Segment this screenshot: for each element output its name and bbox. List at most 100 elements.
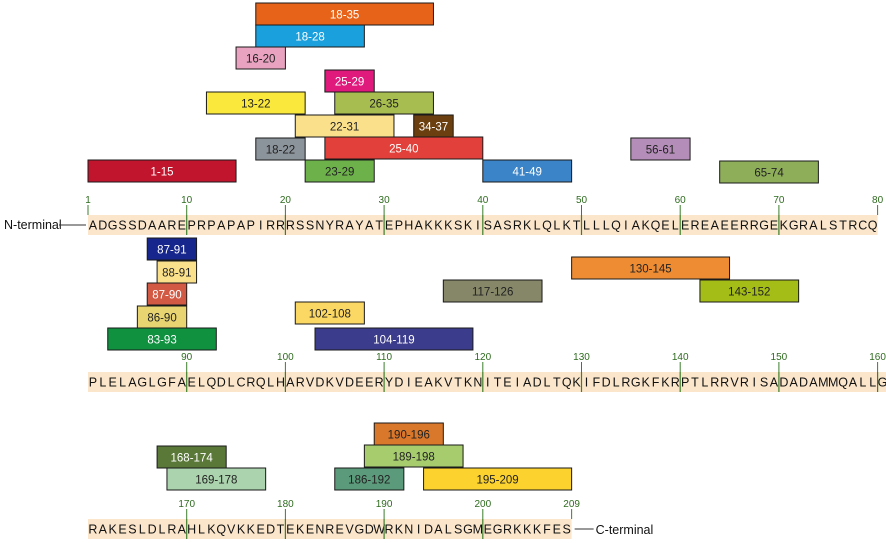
- residue-letter: H: [187, 523, 196, 537]
- residue-letter: L: [159, 523, 166, 537]
- residue-letter: L: [603, 219, 610, 233]
- residue-letter: E: [257, 523, 265, 537]
- peptide-box: [255, 24, 365, 48]
- peptide-168-174: 168-174: [156, 445, 227, 469]
- peptide-56-61: 56-61: [630, 137, 691, 161]
- position-tick-label: 209: [563, 499, 580, 510]
- peptide-86-90: 86-90: [136, 305, 188, 329]
- residue-letter: L: [859, 376, 866, 390]
- residue-letter: Y: [385, 376, 394, 390]
- residue-letter: S: [306, 219, 314, 233]
- residue-letter: K: [207, 523, 216, 537]
- residue-letter: H: [404, 219, 413, 233]
- peptide-label: 65-74: [754, 168, 784, 180]
- peptide-23-29: 23-29: [304, 159, 375, 183]
- residue-letter: E: [484, 523, 492, 537]
- residue-letter: P: [89, 376, 97, 390]
- peptide-label: 189-198: [393, 452, 435, 464]
- peptide-label: 23-29: [325, 167, 354, 179]
- peptide-label: 104-119: [373, 335, 414, 347]
- residue-letter: K: [464, 219, 473, 233]
- residue-letter: L: [869, 376, 876, 390]
- residue-letter: L: [445, 523, 452, 537]
- peptide-box: [442, 279, 543, 303]
- position-tick-label: 1: [85, 195, 91, 206]
- residue-letter: R: [671, 376, 680, 390]
- residue-letter: E: [503, 376, 511, 390]
- peptide-label: 190-196: [388, 430, 430, 442]
- position-tick-label: 160: [869, 352, 886, 363]
- peptide-label: 86-90: [147, 313, 176, 325]
- residue-letter: K: [641, 219, 650, 233]
- residue-letter: A: [493, 219, 502, 233]
- residue-letter: D: [266, 523, 275, 537]
- residue-letter: F: [592, 376, 600, 390]
- residue-letter: T: [454, 376, 462, 390]
- residue-letter: E: [730, 219, 738, 233]
- peptide-18-28: 18-28: [255, 24, 365, 48]
- residue-letter: A: [158, 219, 167, 233]
- peptide-label: 102-108: [309, 309, 351, 321]
- residue-letter: K: [641, 376, 650, 390]
- residue-letter: R: [167, 219, 176, 233]
- residue-letter: L: [228, 376, 235, 390]
- residue-letter: R: [266, 219, 275, 233]
- residue-letter: F: [168, 376, 176, 390]
- peptide-65-74: 65-74: [719, 160, 819, 184]
- peptide-box: [482, 159, 573, 183]
- residue-letter: K: [572, 376, 581, 390]
- residue-letter: A: [217, 219, 226, 233]
- residue-letter: N: [315, 219, 324, 233]
- peptide-box: [87, 159, 237, 183]
- residue-letter: R: [88, 523, 97, 537]
- residue-letter: V: [306, 376, 315, 390]
- position-tick-label: 120: [474, 352, 491, 363]
- residue-letter: R: [710, 376, 719, 390]
- residue-letter: L: [672, 219, 679, 233]
- residue-letter: E: [109, 376, 117, 390]
- residue-letter: K: [780, 219, 789, 233]
- peptide-box: [630, 137, 691, 161]
- peptide-195-209: 195-209: [423, 467, 573, 491]
- residue-letter: S: [296, 219, 304, 233]
- residue-letter: K: [533, 523, 542, 537]
- residue-letter: R: [167, 523, 176, 537]
- residue-letter: S: [484, 219, 492, 233]
- peptide-25-40: 25-40: [324, 136, 484, 160]
- residue-letter: A: [178, 523, 187, 537]
- residue-letter: C: [858, 219, 867, 233]
- peptide-label: 1-15: [151, 167, 174, 179]
- residue-letter: R: [335, 219, 344, 233]
- peptide-box: [334, 467, 405, 491]
- residue-letter: R: [799, 219, 808, 233]
- residue-letter: A: [632, 219, 641, 233]
- peptide-box: [255, 137, 306, 161]
- peptide-box: [324, 136, 484, 160]
- residue-letter: L: [534, 219, 541, 233]
- residue-letter: E: [118, 523, 126, 537]
- residue-letter: D: [345, 376, 354, 390]
- peptide-1-15: 1-15: [87, 159, 237, 183]
- residue-letter: A: [809, 219, 818, 233]
- residue-letter: K: [523, 523, 532, 537]
- peptide-label: 117-126: [472, 287, 513, 299]
- peptide-box: [363, 444, 464, 468]
- residue-letter: D: [138, 219, 147, 233]
- residue-letter: A: [414, 219, 423, 233]
- position-tick-label: 70: [773, 195, 785, 206]
- residue-letter: L: [139, 523, 146, 537]
- residue-letter: A: [345, 219, 354, 233]
- residue-letter: I: [486, 376, 489, 390]
- residue-letter: L: [593, 219, 600, 233]
- peptide-label: 18-22: [266, 145, 295, 157]
- peptide-label: 169-178: [195, 475, 237, 487]
- residue-letter: F: [543, 523, 551, 537]
- residue-letter: I: [624, 219, 627, 233]
- residue-letter: L: [613, 376, 620, 390]
- peptide-26-35: 26-35: [334, 91, 434, 115]
- residue-letter: P: [681, 376, 689, 390]
- residue-letter: I: [407, 376, 410, 390]
